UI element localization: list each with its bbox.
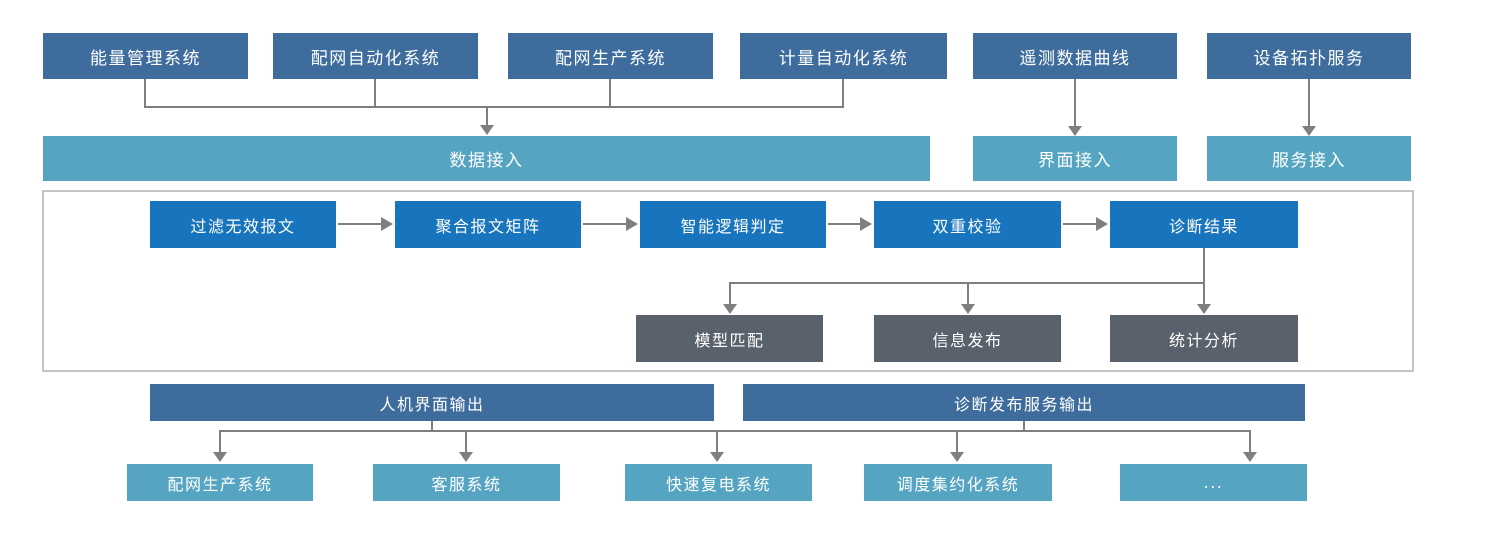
connector-line <box>338 223 381 225</box>
connector-line <box>1023 421 1025 432</box>
connector-line <box>828 223 860 225</box>
connector-line <box>486 106 488 125</box>
arrowhead-down-icon <box>710 452 724 462</box>
arrowhead-down-icon <box>961 304 975 314</box>
connector-line <box>431 421 433 432</box>
arrowhead-right-icon <box>1096 217 1108 231</box>
node-ui-access: 界面接入 <box>973 136 1177 181</box>
connector-line <box>1203 248 1205 284</box>
node-device-topology-service: 设备拓扑服务 <box>1207 33 1411 79</box>
connector-line <box>967 282 969 304</box>
node-double-verification: 双重校验 <box>874 201 1061 248</box>
node-distribution-automation-system: 配网自动化系统 <box>273 33 478 79</box>
connector-line <box>842 79 844 108</box>
arrowhead-down-icon <box>1197 304 1211 314</box>
node-more-systems: ... <box>1120 464 1307 501</box>
connector-line <box>144 106 844 108</box>
arrowhead-down-icon <box>950 452 964 462</box>
node-distribution-production-system: 配网生产系统 <box>508 33 713 79</box>
arrowhead-down-icon <box>459 452 473 462</box>
connector-line <box>729 282 731 304</box>
node-intelligent-logic-judgment: 智能逻辑判定 <box>640 201 826 248</box>
arrowhead-down-icon <box>1302 126 1316 136</box>
node-aggregate-message-matrix: 聚合报文矩阵 <box>395 201 581 248</box>
node-diagnosis-result: 诊断结果 <box>1110 201 1298 248</box>
connector-line <box>716 430 718 452</box>
connector-line <box>1249 430 1251 452</box>
node-hmi-output: 人机界面输出 <box>150 384 714 421</box>
arrowhead-down-icon <box>1243 452 1257 462</box>
node-model-matching: 模型匹配 <box>636 315 823 362</box>
arrowhead-down-icon <box>1068 126 1082 136</box>
node-statistical-analysis: 统计分析 <box>1110 315 1298 362</box>
node-rapid-power-restoration-system: 快速复电系统 <box>625 464 812 501</box>
node-customer-service-system: 客服系统 <box>373 464 560 501</box>
arrowhead-right-icon <box>626 217 638 231</box>
node-metering-automation-system: 计量自动化系统 <box>740 33 947 79</box>
connector-line <box>1308 79 1310 126</box>
connector-line <box>1203 282 1205 304</box>
node-info-publishing: 信息发布 <box>874 315 1061 362</box>
arrowhead-right-icon <box>860 217 872 231</box>
node-energy-management-system: 能量管理系统 <box>43 33 248 79</box>
connector-line <box>609 79 611 108</box>
connector-line <box>219 430 221 452</box>
node-diagnosis-publish-service-output: 诊断发布服务输出 <box>743 384 1305 421</box>
arrowhead-down-icon <box>213 452 227 462</box>
node-distribution-production-system-consumer: 配网生产系统 <box>127 464 313 501</box>
connector-line <box>144 79 146 108</box>
connector-line <box>465 430 467 452</box>
arrowhead-right-icon <box>381 217 393 231</box>
connector-line <box>1074 79 1076 126</box>
node-filter-invalid-messages: 过滤无效报文 <box>150 201 336 248</box>
connector-line <box>956 430 958 452</box>
connector-line <box>374 79 376 108</box>
connector-line <box>583 223 626 225</box>
node-data-access: 数据接入 <box>43 136 930 181</box>
node-service-access: 服务接入 <box>1207 136 1411 181</box>
node-dispatch-intensive-system: 调度集约化系统 <box>864 464 1052 501</box>
node-telemetry-data-curve: 遥测数据曲线 <box>973 33 1177 79</box>
connector-line <box>219 430 1251 432</box>
connector-line <box>1063 223 1096 225</box>
arrowhead-down-icon <box>480 125 494 135</box>
arrowhead-down-icon <box>723 304 737 314</box>
